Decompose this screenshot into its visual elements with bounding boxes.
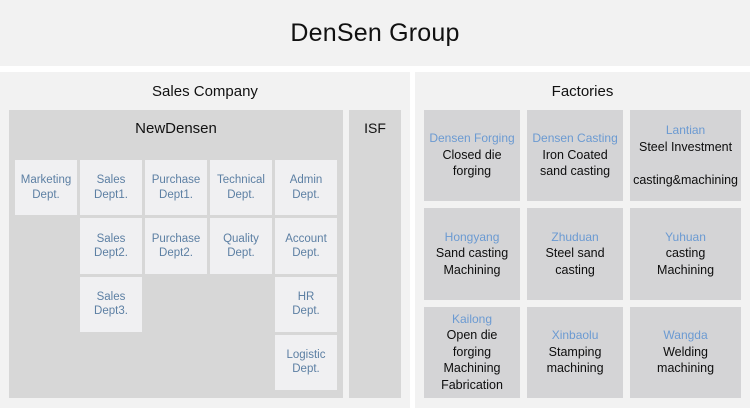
factory-description: Iron Coated sand casting: [539, 147, 611, 179]
sales-company-panel: Sales Company NewDensen Marketing Dept. …: [0, 72, 410, 408]
factory-name: Densen Casting: [532, 131, 618, 146]
department-box[interactable]: Technical Dept.: [210, 160, 272, 216]
department-box[interactable]: HR Dept.: [275, 276, 337, 332]
department-box[interactable]: Purchase Dept2.: [145, 218, 207, 274]
department-slot-empty: [210, 335, 272, 390]
factory-description: Steel sand casting: [545, 246, 605, 277]
factories-body: Densen Forging Closed die forging Densen…: [415, 110, 750, 408]
department-box[interactable]: Purchase Dept1.: [145, 160, 207, 216]
newdensen-title: NewDensen: [135, 120, 217, 137]
main-columns: Sales Company NewDensen Marketing Dept. …: [0, 72, 750, 408]
factories-panel: Factories Densen Forging Closed die forg…: [415, 72, 750, 408]
department-slot-empty: [145, 277, 207, 332]
factory-description: Welding machining: [657, 344, 715, 376]
sales-company-header: Sales Company: [0, 72, 410, 110]
isf-group[interactable]: ISF: [349, 110, 401, 398]
factory-box[interactable]: Densen Casting Iron Coated sand casting: [527, 110, 624, 202]
department-slot-empty: [80, 335, 142, 390]
factory-name: Yuhuan: [665, 229, 706, 244]
factory-name: Zhuduan: [551, 229, 599, 244]
factories-header: Factories: [415, 72, 750, 110]
factory-description: Open die forging Machining Fabrication: [441, 328, 503, 392]
factory-box[interactable]: Xinbaolu Stamping machining: [527, 306, 624, 398]
factory-box[interactable]: Hongyang Sand casting Machining: [424, 208, 521, 300]
factory-name: Densen Forging: [429, 131, 515, 146]
department-slot-empty: [145, 335, 207, 390]
department-slot-empty: [210, 277, 272, 332]
factory-box[interactable]: Kailong Open die forging Machining Fabri…: [424, 306, 521, 398]
department-slot-empty: [15, 277, 77, 332]
department-box[interactable]: Logistic Dept.: [275, 334, 337, 390]
factory-name: Wangda: [663, 328, 708, 343]
department-slot-empty: [15, 335, 77, 390]
factory-name: Xinbaolu: [551, 328, 599, 343]
department-box[interactable]: Sales Dept3.: [80, 276, 142, 332]
factory-name: Lantian: [665, 123, 706, 138]
factory-box[interactable]: Wangda Welding machining: [630, 306, 741, 398]
title-bar: DenSen Group: [0, 0, 750, 66]
page-title: DenSen Group: [290, 18, 460, 47]
factory-box[interactable]: Lantian Steel Investment casting&machini…: [630, 110, 741, 202]
factory-description: Sand casting Machining: [435, 246, 509, 277]
factory-box[interactable]: Yuhuan casting Machining: [630, 208, 741, 300]
department-box[interactable]: Marketing Dept.: [15, 160, 77, 216]
factory-description: Steel Investment casting&machining: [633, 139, 738, 187]
sales-company-body: NewDensen Marketing Dept. Sales Dept1. P…: [0, 110, 410, 408]
department-grid: Marketing Dept. Sales Dept1. Purchase De…: [15, 160, 337, 390]
department-box[interactable]: Sales Dept2.: [80, 218, 142, 274]
factories-heading: Factories: [551, 82, 614, 100]
factory-description: Closed die forging: [442, 147, 502, 179]
factory-box[interactable]: Zhuduan Steel sand casting: [527, 208, 624, 300]
factory-box[interactable]: Densen Forging Closed die forging: [424, 110, 521, 202]
factory-description: Stamping machining: [546, 344, 604, 376]
factory-name: Kailong: [452, 311, 493, 326]
factory-description: casting Machining: [657, 246, 715, 277]
department-box[interactable]: Quality Dept.: [210, 218, 272, 274]
factory-name: Hongyang: [444, 229, 500, 244]
sales-company-heading: Sales Company: [152, 82, 258, 100]
isf-label: ISF: [364, 120, 386, 136]
department-slot-empty: [15, 218, 77, 273]
factory-grid: Densen Forging Closed die forging Densen…: [424, 110, 741, 398]
department-box[interactable]: Sales Dept1.: [80, 160, 142, 216]
department-box[interactable]: Admin Dept.: [275, 160, 337, 216]
sales-company-inner: NewDensen Marketing Dept. Sales Dept1. P…: [9, 110, 401, 398]
department-box[interactable]: Account Dept.: [275, 218, 337, 274]
newdensen-group: NewDensen Marketing Dept. Sales Dept1. P…: [9, 110, 343, 398]
